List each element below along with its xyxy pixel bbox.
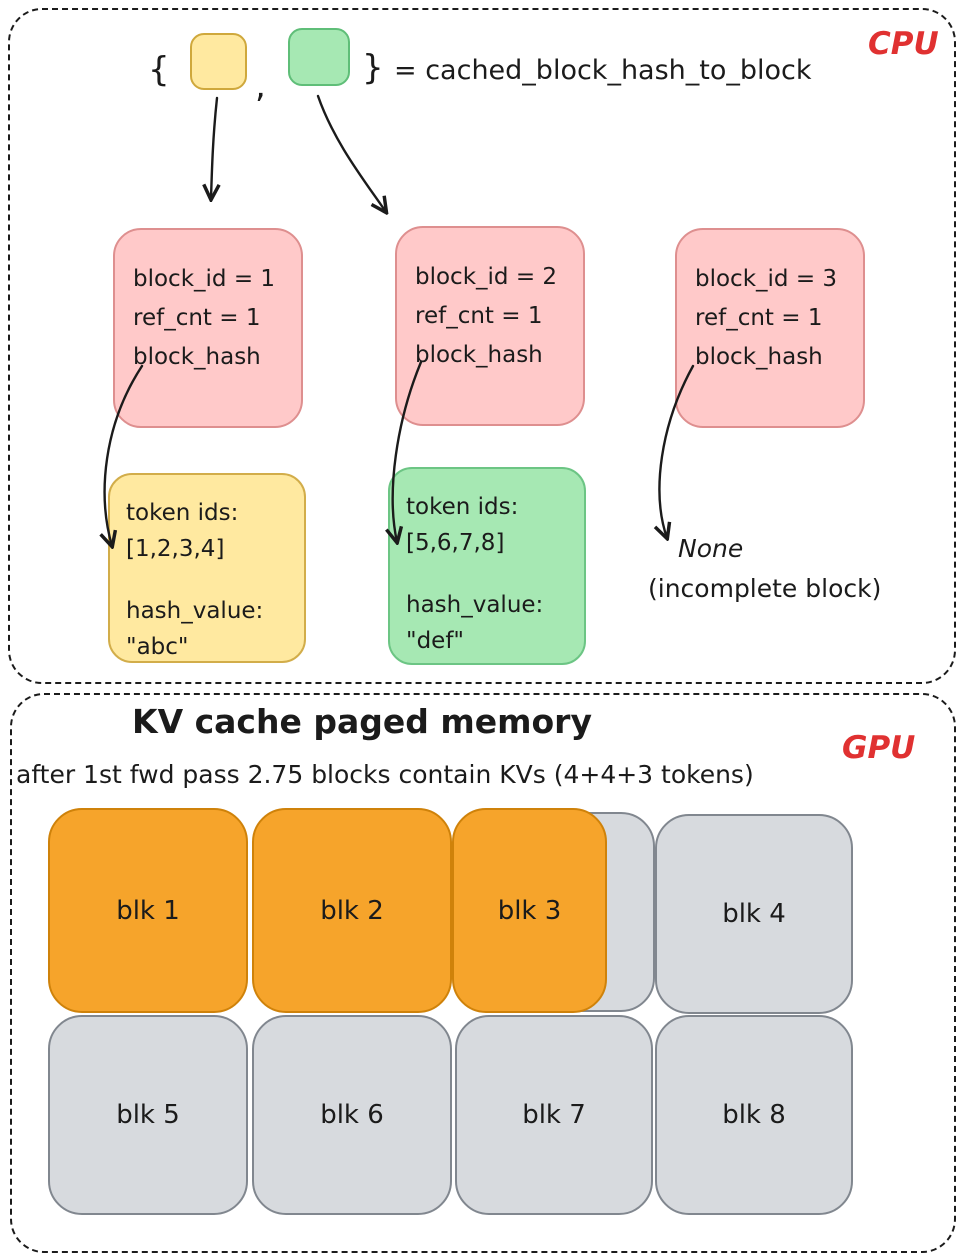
token-box-1: token ids: [1,2,3,4] hash_value: "abc" [108, 473, 306, 663]
incomplete-block-text: (incomplete block) [648, 574, 882, 603]
token-ids-value: [1,2,3,4] [126, 536, 225, 562]
green-key-swatch [288, 28, 350, 86]
block-id-text: block_id = 2 [415, 264, 558, 290]
gpu-block-3: blk 3 [452, 808, 607, 1013]
none-text: None [678, 534, 744, 563]
token-ids-label: token ids: [126, 500, 239, 526]
gpu-block-label: blk 4 [722, 899, 786, 929]
block-hash-text: block_hash [133, 344, 261, 370]
gpu-block-1: blk 1 [48, 808, 248, 1013]
legend-close-brace: } [362, 48, 384, 88]
block-entry-1: block_id = 1 ref_cnt = 1 block_hash [113, 228, 303, 428]
block-hash-text: block_hash [415, 342, 543, 368]
token-box-2: token ids: [5,6,7,8] hash_value: "def" [388, 467, 586, 665]
gpu-block-8: blk 8 [655, 1015, 853, 1215]
gpu-block-label: blk 8 [722, 1100, 786, 1130]
gpu-block-4: blk 4 [655, 814, 853, 1014]
block-hash-text: block_hash [695, 344, 823, 370]
hash-value: "abc" [126, 634, 189, 660]
gpu-title: KV cache paged memory [132, 702, 592, 741]
gpu-block-2: blk 2 [252, 808, 452, 1013]
ref-cnt-text: ref_cnt = 1 [133, 305, 261, 331]
gpu-subtitle: after 1st fwd pass 2.75 blocks contain K… [16, 760, 754, 789]
legend-open-brace: { [148, 50, 170, 90]
ref-cnt-text: ref_cnt = 1 [415, 303, 543, 329]
block-id-text: block_id = 3 [695, 266, 838, 292]
block-entry-3: block_id = 3 ref_cnt = 1 block_hash [675, 228, 865, 428]
spacer [406, 561, 584, 587]
cpu-region-label: CPU [868, 26, 939, 62]
gpu-block-label: blk 6 [320, 1100, 384, 1130]
spacer [126, 567, 304, 593]
hash-value-label: hash_value: [406, 592, 544, 618]
gpu-block-6: blk 6 [252, 1015, 452, 1215]
token-ids-value: [5,6,7,8] [406, 530, 505, 556]
gpu-block-label: blk 5 [116, 1100, 180, 1130]
hash-value-label: hash_value: [126, 598, 264, 624]
cpu-region [8, 8, 956, 684]
gpu-block-label: blk 1 [116, 895, 180, 926]
gpu-block-label: blk 2 [320, 895, 384, 926]
legend-comma: , [255, 66, 266, 106]
gpu-block-label: blk 7 [522, 1100, 586, 1130]
gpu-region-label: GPU [842, 730, 916, 766]
gpu-block-7: blk 7 [455, 1015, 653, 1215]
hash-value: "def" [406, 628, 465, 654]
block-id-text: block_id = 1 [133, 266, 276, 292]
ref-cnt-text: ref_cnt = 1 [695, 305, 823, 331]
block-entry-2: block_id = 2 ref_cnt = 1 block_hash [395, 226, 585, 426]
legend-definition: = cached_block_hash_to_block [394, 55, 812, 86]
gpu-region [10, 693, 956, 1253]
token-ids-label: token ids: [406, 494, 519, 520]
yellow-key-swatch [190, 33, 247, 90]
gpu-block-5: blk 5 [48, 1015, 248, 1215]
gpu-block-label: blk 3 [497, 895, 562, 926]
